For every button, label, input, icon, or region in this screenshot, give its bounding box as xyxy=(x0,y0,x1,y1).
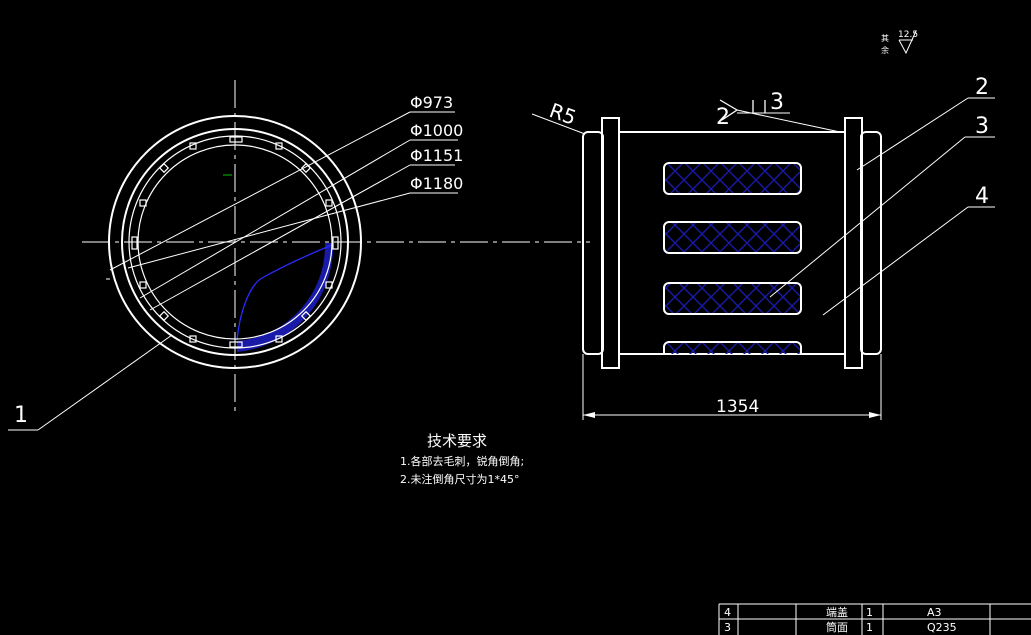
side-view xyxy=(531,97,995,420)
dim-d1000: Φ1000 xyxy=(410,121,463,140)
callout-1-leader xyxy=(37,334,173,431)
weld-label-right: 3 xyxy=(770,90,784,115)
dim-d973: Φ973 xyxy=(410,93,453,112)
tb-row2-name: 筒面 xyxy=(826,620,848,634)
slots xyxy=(663,162,802,354)
left-flange-outer xyxy=(582,131,604,355)
inner-circle-1000 xyxy=(128,135,342,349)
slot-3 xyxy=(663,282,802,315)
tech-req-item-1: 1.各部去毛刺，锐角倒角; xyxy=(400,454,524,468)
tb-row1-material: A3 xyxy=(927,606,942,619)
surface-finish-label-2: 余 xyxy=(881,45,889,55)
dim-r5: R5 xyxy=(546,98,579,130)
surface-finish: 其 余 12.5 xyxy=(881,30,918,55)
outer-flange-circle xyxy=(108,115,362,369)
tech-req-item-2: 2.未注倒角尺寸为1*45° xyxy=(400,472,520,486)
inner-tabs xyxy=(131,136,339,348)
callout-1-label: 1 xyxy=(14,403,28,428)
callout-2-label: 2 xyxy=(975,75,989,100)
tb-row2-material: Q235 xyxy=(927,621,957,634)
inner-circle-973 xyxy=(137,144,333,340)
cylinder-circle xyxy=(121,128,349,356)
left-flange xyxy=(601,117,620,369)
dim-length: 1354 xyxy=(716,397,759,417)
callout-3-leader xyxy=(769,136,966,298)
surface-finish-icon xyxy=(898,30,917,55)
slot-4 xyxy=(663,341,802,354)
callout-2-leader xyxy=(856,97,969,171)
tb-row2-index: 3 xyxy=(724,621,731,634)
callout-4-label: 4 xyxy=(975,184,989,209)
callout-4-leader xyxy=(822,206,969,316)
title-block xyxy=(718,603,1031,635)
tb-row1-index: 4 xyxy=(724,606,731,619)
surface-finish-value: 12.5 xyxy=(898,30,918,40)
weld-leader xyxy=(736,109,841,133)
surface-finish-label-1: 其 xyxy=(881,34,889,43)
callout-3-label: 3 xyxy=(975,114,989,139)
diameter-leaders xyxy=(109,111,458,311)
dim-d1151: Φ1151 xyxy=(410,146,463,165)
right-flange-outer xyxy=(860,131,882,355)
right-flange xyxy=(844,117,863,369)
dim-d1180: Φ1180 xyxy=(410,174,463,193)
slot-1 xyxy=(663,162,802,195)
tb-row2-qty: 1 xyxy=(866,621,873,634)
tb-row1-qty: 1 xyxy=(866,606,873,619)
slot-2 xyxy=(663,221,802,254)
r5-leader xyxy=(531,113,586,135)
weld-label-left: 2 xyxy=(716,105,730,130)
section-profile xyxy=(236,244,333,341)
end-view xyxy=(8,80,590,431)
tb-row1-name: 端盖 xyxy=(826,605,848,619)
tech-req-title: 技术要求 xyxy=(427,432,487,450)
